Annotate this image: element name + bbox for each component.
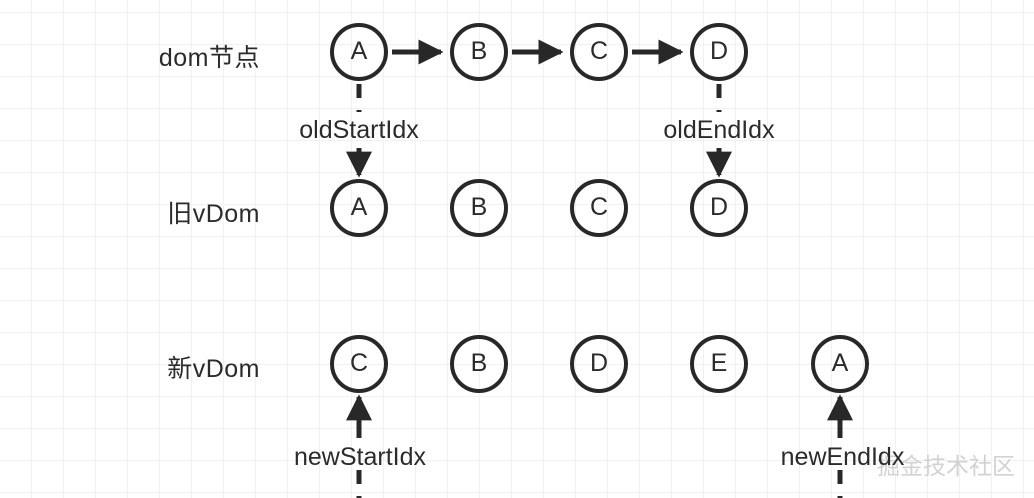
new-start-idx-label: newStartIdx [293, 443, 426, 471]
new-vdom-node-e-label: E [710, 349, 728, 377]
old-vdom-node-a-label: A [350, 193, 368, 221]
dom-node-c-label: C [589, 37, 609, 65]
old-vdom-node-a[interactable]: A [330, 179, 388, 237]
dom-node-c[interactable]: C [570, 23, 628, 81]
dom-node-a-label: A [350, 37, 368, 65]
old-vdom-node-b[interactable]: B [450, 179, 508, 237]
dom-node-b-label: B [470, 37, 488, 65]
dom-node-d-label: D [709, 37, 729, 65]
dom-node-a[interactable]: A [330, 23, 388, 81]
new-vdom-node-d-label: D [589, 349, 609, 377]
new-vdom-node-a[interactable]: A [811, 335, 869, 393]
old-vdom-node-c[interactable]: C [570, 179, 628, 237]
dom-node-d[interactable]: D [690, 23, 748, 81]
old-vdom-node-d[interactable]: D [690, 179, 748, 237]
row-label-old-vdom: 旧vDom [167, 200, 260, 228]
old-start-idx-label: oldStartIdx [299, 116, 419, 144]
new-end-idx-label: newEndIdx [780, 443, 905, 471]
old-vdom-node-b-label: B [470, 193, 488, 221]
new-vdom-node-a-label: A [831, 349, 849, 377]
dom-node-b[interactable]: B [450, 23, 508, 81]
new-vdom-node-c[interactable]: C [330, 335, 388, 393]
new-vdom-node-e[interactable]: E [690, 335, 748, 393]
new-vdom-node-b[interactable]: B [450, 335, 508, 393]
old-vdom-node-c-label: C [589, 193, 609, 221]
old-end-idx-label: oldEndIdx [663, 116, 775, 144]
new-vdom-node-c-label: C [349, 349, 369, 377]
watermark-text: 掘金技术社区 [877, 453, 1015, 479]
row-label-dom: dom节点 [158, 44, 260, 72]
new-vdom-node-b-label: B [470, 349, 488, 377]
row-label-new-vdom: 新vDom [167, 355, 260, 383]
old-vdom-node-d-label: D [709, 193, 729, 221]
new-vdom-node-d[interactable]: D [570, 335, 628, 393]
